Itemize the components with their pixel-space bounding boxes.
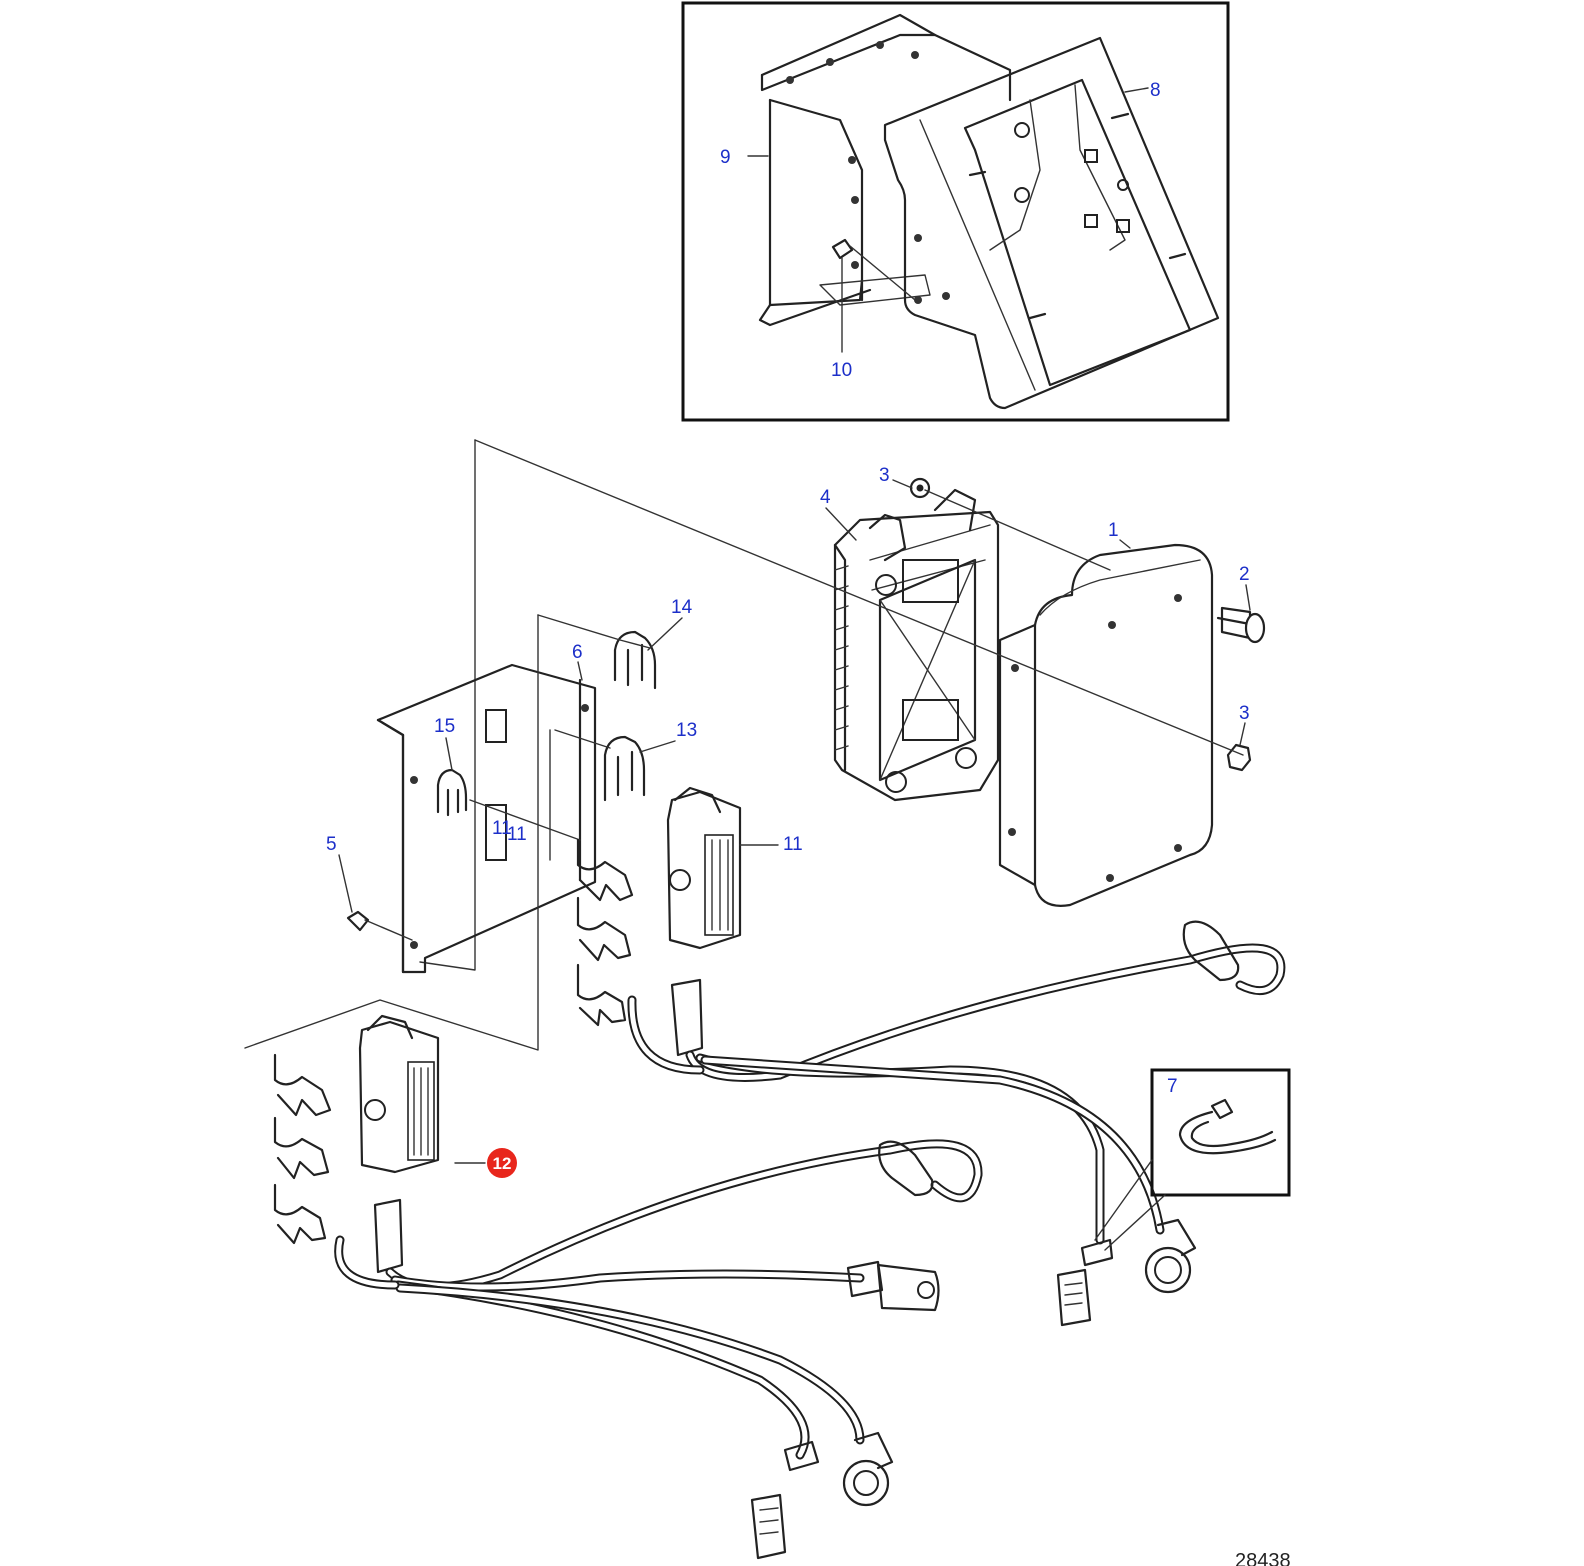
- callout-8: 8: [1150, 80, 1161, 101]
- clip-part-14: [613, 630, 657, 690]
- cable-tie-inset-part-7: [1094, 1068, 1291, 1251]
- callout-3-upper: 3: [879, 465, 890, 486]
- callout-5: 5: [326, 834, 337, 855]
- callout-labels: 1 2 3 3 4 5 6 7 8 9 10 11 11 11 13 14 15: [326, 80, 1250, 1097]
- callout-7: 7: [1167, 1076, 1178, 1097]
- screw-part-10: [831, 238, 916, 301]
- callout-13: 13: [676, 720, 697, 741]
- callout-9: 9: [720, 147, 731, 168]
- bracket-part-9: [758, 13, 1012, 327]
- callout-10: 10: [831, 360, 852, 381]
- harness-lower-part-12: [273, 1014, 983, 1560]
- callout-6: 6: [572, 642, 583, 663]
- inset-detail: [681, 1, 1230, 422]
- callout-1: 1: [1108, 520, 1119, 541]
- control-unit-part-4: [833, 488, 1000, 802]
- inset-frame: [681, 1, 1230, 422]
- clip-part-13: [603, 735, 646, 802]
- bolt-part-2: [1216, 606, 1266, 644]
- callout-14: 14: [671, 597, 693, 618]
- cover-part-1: [998, 543, 1214, 907]
- screw-part-5: [346, 910, 413, 941]
- mounting-plate-part-8: [883, 36, 1220, 410]
- callout-4: 4: [820, 487, 831, 508]
- nut-part-3-upper: [909, 477, 931, 499]
- cable-tie-frame: [1150, 1068, 1291, 1197]
- callout-11-c: 11: [783, 834, 803, 855]
- callout-12-text: 12: [493, 1154, 512, 1173]
- nut-part-3-lower: [1226, 743, 1252, 772]
- bracket-part-6: [376, 663, 597, 974]
- callout-15: 15: [434, 716, 455, 737]
- callout-12-badge[interactable]: 12: [487, 1148, 517, 1178]
- harness-upper-part-11: [576, 786, 1286, 1327]
- callout-2: 2: [1239, 564, 1250, 585]
- callout-12-circle: [487, 1148, 517, 1178]
- callout-11-a: 11: [492, 818, 512, 839]
- figure-number: 28438: [1235, 1550, 1291, 1566]
- clip-part-15: [436, 768, 468, 817]
- callout-11-b: 11: [507, 824, 527, 845]
- callout-3-lower: 3: [1239, 703, 1250, 724]
